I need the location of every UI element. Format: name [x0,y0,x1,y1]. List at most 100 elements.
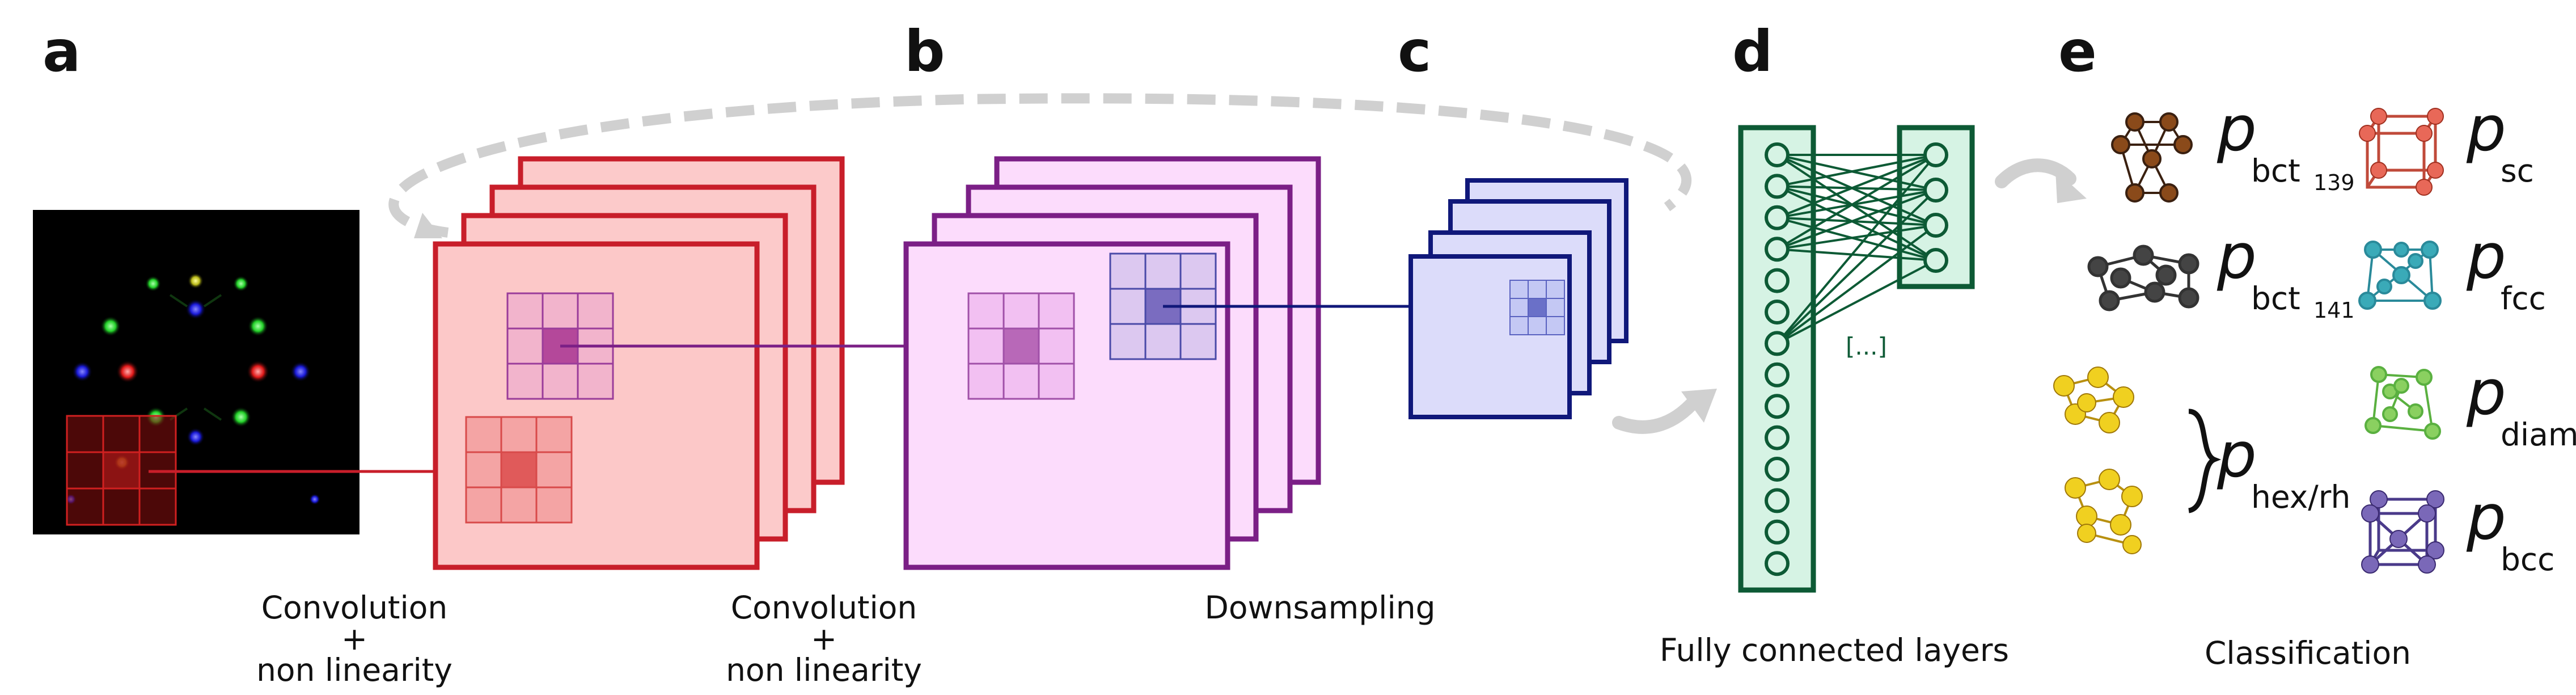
caption-downsampling: Downsampling [1204,589,1435,626]
svg-text:sc: sc [2501,153,2534,189]
svg-text:139: 139 [2313,170,2355,195]
svg-text:Convolution: Convolution [731,589,917,626]
caption-classification: Classification [2205,635,2411,671]
arrow-pool-to-dense-head [1681,389,1717,423]
neuron-node [1923,142,1948,167]
downsampled-feature-maps [1408,178,1628,419]
dense-connection [1776,154,1937,250]
dense-connection [1776,185,1936,262]
neuron-node [1923,178,1948,203]
neuron-node [1765,457,1790,482]
class-label-sc: p sc [2466,92,2534,189]
conv1-kernel-window [465,416,573,524]
svg-text:+: + [341,621,367,657]
svg-text:diam: diam [2501,416,2576,453]
pool-output-window [1509,280,1565,335]
class-label-diam: p diam [2466,356,2576,453]
svg-text:Convolution: Convolution [261,589,448,626]
dense-connection [1776,189,1937,344]
recurrent-dashed-arrow [388,93,1692,238]
neuron-node [1765,331,1790,356]
dense-connection [1776,189,1936,219]
dense-layer-1-nodes [1765,142,1790,576]
dense-layer-2-nodes [1923,142,1948,273]
neuron-node [1765,488,1790,513]
neuron-node [1765,394,1790,419]
fully-connected-network: [...] [1738,125,1975,593]
neuron-node [1765,142,1790,167]
dense-connection [1776,259,1936,345]
panel-label-b: b [904,18,945,85]
svg-text:p: p [2466,356,2506,429]
conv1-feature-maps [433,156,845,570]
class-label-bcc: p bcc [2466,481,2554,578]
caption-fully-connected: Fully connected layers [1660,632,2009,668]
dense-connection [1776,154,1936,188]
arrow-dense-to-classification [1995,158,2076,188]
svg-text:hex/rh: hex/rh [2251,479,2350,515]
diam-structure-icon [2364,366,2441,440]
svg-text:p: p [2466,220,2506,293]
dense-connection [1776,189,1936,251]
class-label-fcc: p fcc [2466,220,2546,317]
svg-text:p: p [2466,92,2506,165]
panel-label-e: e [2058,18,2097,85]
dense-connection [1776,154,1937,262]
svg-text:bcc: bcc [2501,541,2554,578]
ellipsis-label: [...] [1846,332,1887,360]
dense-connection [1776,224,1937,345]
dense-connection [1776,154,1936,219]
neuron-node [1923,213,1948,238]
neuron-node [1765,551,1790,576]
dense-connection [1776,216,1936,226]
svg-text:bct: bct [2251,280,2300,317]
hex-rh-structure-icon [2053,367,2143,554]
class-label-bct141: p bct 141 [2217,220,2355,323]
svg-text:p: p [2217,419,2257,491]
panel-label-d: d [1732,18,1773,85]
caption-conv1: Convolution + non linearity [256,589,452,688]
svg-text:p: p [2466,481,2506,554]
dense-connection [1776,224,1936,251]
class-label-bct139: p bct 139 [2217,92,2355,195]
conv2-kernel-window [967,292,1075,400]
neuron-node [1765,425,1790,450]
dense-connection [1776,154,1936,226]
neuron-node [1923,248,1948,273]
svg-text:p: p [2217,92,2257,165]
dense-connection [1776,185,1936,191]
hex-rh-brace [2188,408,2222,513]
svg-text:141: 141 [2313,298,2355,323]
input-diffraction-image [33,210,359,534]
dense-connection [1776,216,1936,262]
conv2-feature-maps [903,156,1321,570]
bct139-structure-icon [2111,112,2193,203]
arrow-dense-to-classification-head [2055,170,2087,203]
panel-label-c: c [1398,18,1431,85]
bct141-structure-icon [2087,245,2199,311]
neuron-node [1765,205,1790,230]
svg-text:fcc: fcc [2501,280,2546,317]
fcc-structure-icon [2358,241,2442,310]
neuron-node [1765,174,1790,199]
svg-text:+: + [811,621,837,657]
dense-connection [1776,248,1936,262]
arrow-pool-to-dense [1612,393,1702,434]
svg-text:non linearity: non linearity [726,652,922,688]
neuron-node [1765,519,1790,545]
caption-conv2: Convolution + non linearity [726,589,922,688]
svg-text:p: p [2217,220,2257,293]
class-label-hex-rh: p hex/rh [2217,419,2350,515]
recurrent-dashed-arrowhead [414,213,442,238]
bcc-structure-icon [2361,490,2444,574]
svg-text:bct: bct [2251,153,2300,189]
dense-connection [1776,185,1936,226]
dense-connection [1776,154,1936,191]
neuron-node [1765,268,1790,293]
neuron-node [1765,300,1790,325]
dense-connection [1776,154,1937,344]
sc-structure-icon [2359,108,2444,196]
panel-label-a: a [43,18,81,85]
neuron-node [1765,237,1790,262]
